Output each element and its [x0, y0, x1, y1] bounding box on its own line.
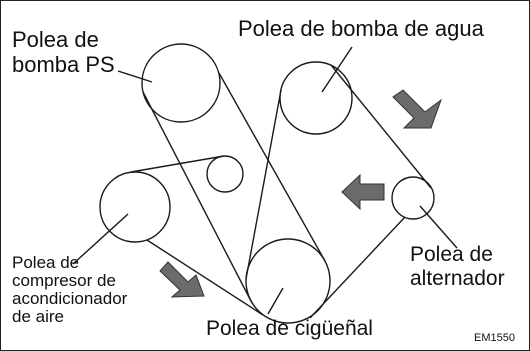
- arrow-lower-left: [159, 261, 205, 298]
- leader-water: [321, 46, 353, 93]
- belt-water-left: [245, 89, 282, 280]
- arrow-upper-right: [392, 89, 443, 129]
- figure-code: EM1550: [474, 332, 515, 344]
- ac-compressor-pulley: [99, 171, 171, 243]
- water-pump-pulley-label: Polea de bomba de agua: [238, 16, 484, 41]
- belt-ps-outer: [142, 91, 253, 304]
- leader-ps: [117, 70, 153, 83]
- leader-crank: [267, 287, 284, 315]
- ac-label-line-2: compresor de: [12, 270, 116, 290]
- leader-alternator: [419, 205, 458, 249]
- alt-label-line-2: alternador: [410, 266, 505, 290]
- belt-ac-upper: [130, 155, 225, 173]
- leader-ac: [72, 213, 129, 265]
- alt-label-line-1: Polea de: [410, 243, 493, 266]
- ac-label-line-3: acondicionador: [12, 288, 128, 308]
- water-pump-pulley: [279, 61, 353, 135]
- ps-pump-pulley: [141, 43, 221, 123]
- arrow-middle: [341, 173, 385, 211]
- alternator-pulley-label: Polea de alternador: [410, 243, 505, 290]
- alternator-pulley: [391, 176, 435, 220]
- ps-label-line-2: bomba PS: [12, 51, 115, 77]
- ac-label-line-4: de aire: [12, 306, 64, 326]
- belt-water-right: [330, 64, 432, 189]
- ps-pump-pulley-label: Polea de bomba PS: [12, 27, 115, 77]
- idler-pulley: [206, 155, 244, 193]
- crankshaft-pulley: [245, 238, 331, 324]
- crankshaft-pulley-label: Polea de cigüeñal: [206, 317, 373, 340]
- ac-label-line-1: Polea de: [12, 253, 80, 272]
- ps-label-line-1: Polea de: [12, 27, 99, 52]
- belt-ps-inner: [218, 72, 326, 262]
- belt-alternator-lower: [309, 216, 406, 319]
- ac-compressor-pulley-label: Polea de compresor de acondicionador de …: [12, 254, 127, 325]
- belt-ac-lower: [146, 239, 264, 316]
